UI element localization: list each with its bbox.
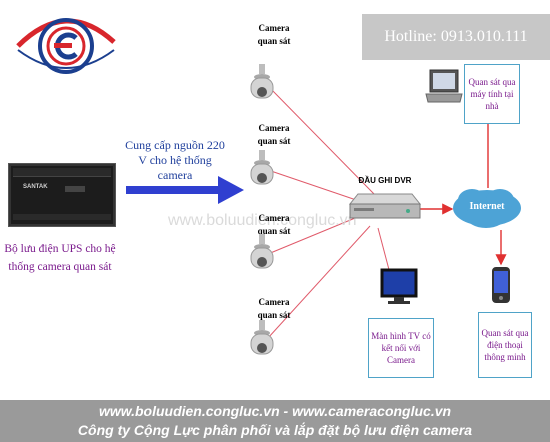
company-logo <box>16 18 116 74</box>
dvr-label: ĐẦU GHI DVR <box>358 176 412 185</box>
footer-company-line: Công ty Cộng Lực phân phối và lắp đặt bộ… <box>77 422 473 438</box>
power-label: Cung cấp nguồn 220 V cho hệ thống camera <box>125 138 225 182</box>
link-camera4-dvr <box>267 225 371 339</box>
camera-label-4: Camera quan sát <box>257 297 291 320</box>
camera-label-1: Camera quan sát <box>257 23 291 46</box>
camera-icon-4 <box>250 320 274 355</box>
camera-label-2: Camera quan sát <box>257 123 291 146</box>
laptop-box-text: Quan sát qua máy tính tại nhà <box>468 77 516 111</box>
monitor-box-text: Màn hình TV có kết nối với Camera <box>371 331 431 365</box>
phone-box: Quan sát qua điện thoại thông minh <box>478 312 532 378</box>
laptop-icon <box>425 69 463 103</box>
ups-device: SANTAK <box>8 163 116 227</box>
laptop-box: Quan sát qua máy tính tại nhà <box>464 64 520 124</box>
smartphone-icon <box>492 267 510 303</box>
ups-logo: SANTAK <box>23 184 48 190</box>
link-camera1-dvr <box>267 85 377 197</box>
ups-label: Bộ lưu điện UPS cho hệ thống camera quan… <box>4 243 116 273</box>
monitor-box: Màn hình TV có kết nối với Camera <box>368 318 434 378</box>
internet-label: Internet <box>469 201 505 212</box>
link-camera2-dvr <box>267 169 369 205</box>
camera-icon-2 <box>250 150 274 185</box>
watermark-text: www.boluudien.congluc.vn <box>168 212 357 229</box>
camera-icon-3 <box>250 234 274 269</box>
camera-icon-1 <box>250 64 274 99</box>
camera-label-3: Camera quan sát <box>257 213 291 236</box>
power-arrow <box>126 176 244 204</box>
dvr-device-icon <box>348 193 422 219</box>
internet-cloud-icon <box>453 189 521 228</box>
footer-banner: www.boluudien.congluc.vn - www.cameracon… <box>0 400 550 442</box>
footer-websites: www.boluudien.congluc.vn - www.cameracon… <box>98 403 452 419</box>
monitor-icon <box>380 268 418 304</box>
ups-panel-icon <box>65 186 85 192</box>
hotline-banner: Hotline: 0913.010.111 <box>362 14 550 60</box>
phone-box-text: Quan sát qua điện thoại thông minh <box>481 328 529 362</box>
link-camera3-dvr <box>267 215 361 255</box>
